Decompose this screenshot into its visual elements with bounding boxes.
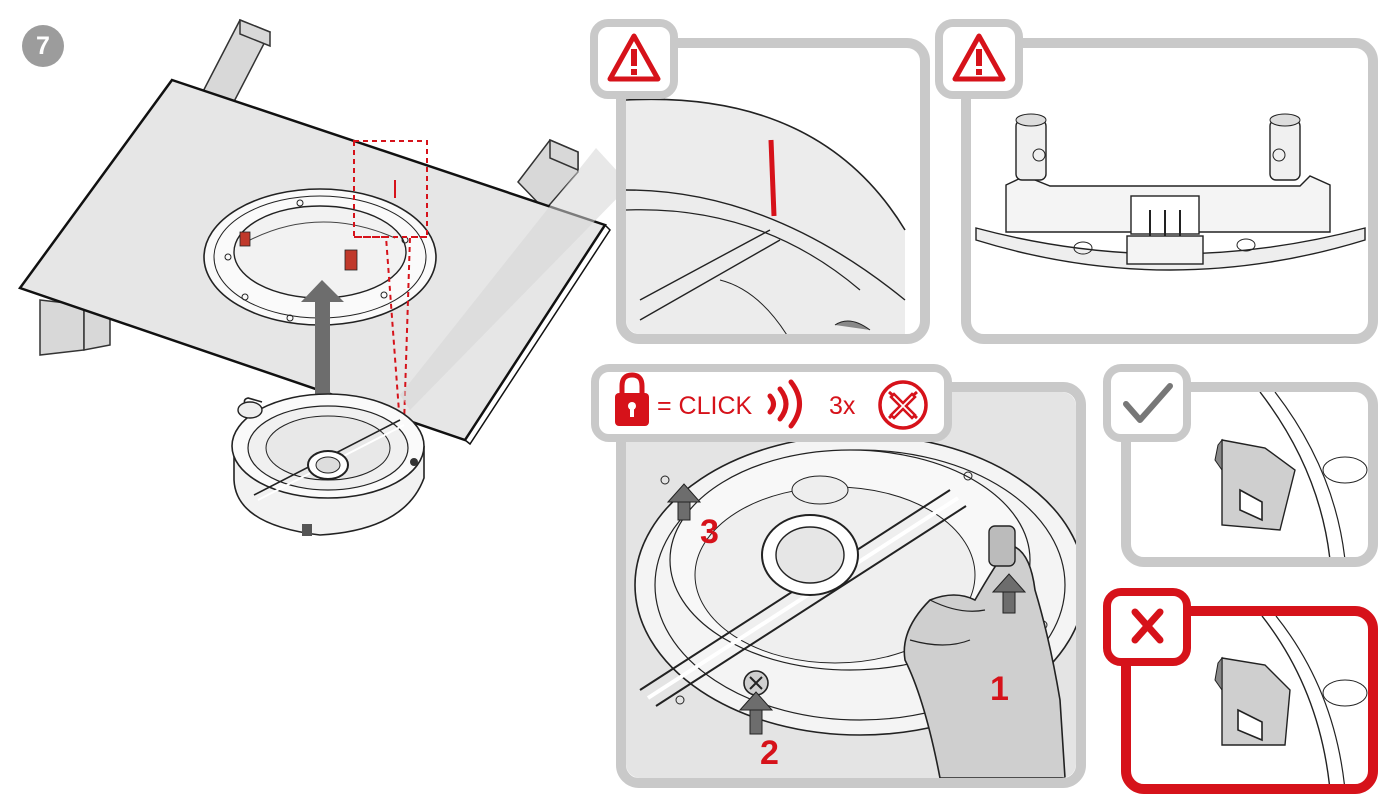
cross-mark-icon — [1131, 608, 1164, 644]
screw-count-text: 3x — [829, 392, 856, 420]
push-arrow-3 — [666, 483, 702, 521]
ceiling-joist-left — [39, 18, 272, 356]
screw-symbol-icon — [878, 380, 928, 430]
screw-head-icon — [743, 670, 769, 696]
check-mark-icon — [1123, 383, 1173, 423]
detail-panel-locking: 1 2 3 = CLICK 3x — [591, 364, 1086, 788]
detail-panel-connector — [935, 19, 1378, 344]
detail-panel-wrong — [1103, 588, 1378, 794]
detail-panel-alignment — [590, 19, 930, 344]
insert-arrow — [301, 280, 344, 395]
alignment-mark — [768, 139, 777, 217]
padlock-icon — [615, 372, 649, 426]
callout-step-1: 1 — [990, 670, 1009, 708]
hand-illustration — [903, 525, 1066, 778]
inspection-area-box — [353, 140, 428, 238]
click-text: = CLICK — [657, 392, 753, 420]
callout-step-2: 2 — [760, 734, 779, 772]
sound-waves-icon — [767, 379, 802, 429]
step-number-badge: 7 — [22, 25, 64, 67]
push-arrow-2 — [738, 691, 774, 735]
push-arrow-1 — [991, 573, 1027, 614]
warning-triangle-icon — [607, 33, 661, 82]
warning-triangle-icon — [952, 33, 1006, 82]
speaker-unit — [231, 393, 425, 536]
detail-panel-correct — [1103, 364, 1378, 567]
main-illustration — [17, 18, 630, 536]
callout-step-3: 3 — [700, 513, 719, 551]
